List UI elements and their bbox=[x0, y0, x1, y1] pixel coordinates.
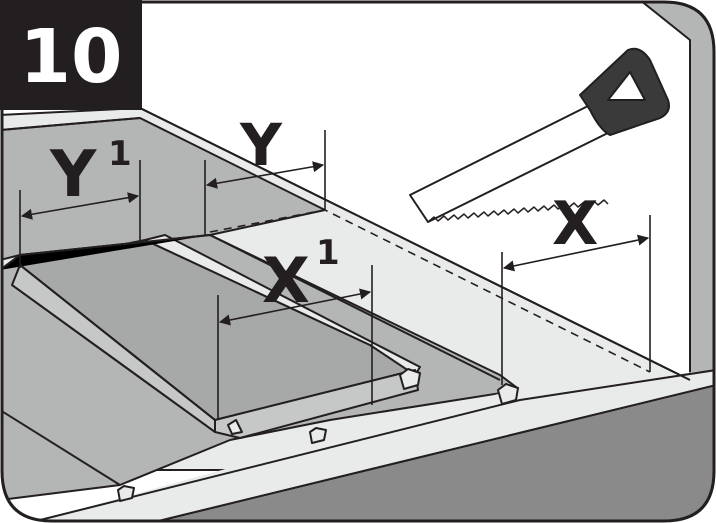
step-number: 10 bbox=[20, 14, 123, 100]
dimension-y1-arrow bbox=[20, 192, 140, 220]
groove-notch bbox=[497, 383, 519, 405]
board-groove-strip bbox=[144, 234, 421, 376]
groove-notch bbox=[309, 427, 327, 444]
dimension-y-arrow bbox=[205, 161, 325, 189]
dimension-x-arrow bbox=[502, 234, 650, 272]
label-y1: Y bbox=[49, 138, 97, 212]
label-x1-superscript: 1 bbox=[316, 233, 340, 273]
label-x: X bbox=[552, 189, 598, 259]
groove-notch bbox=[117, 485, 135, 502]
step-badge bbox=[0, 0, 142, 110]
label-y: Y bbox=[239, 111, 283, 179]
saw-icon bbox=[409, 47, 670, 223]
groove-notch bbox=[227, 419, 243, 435]
label-y1-superscript: 1 bbox=[108, 134, 132, 174]
groove-notch bbox=[399, 368, 421, 390]
wall-floor-edge bbox=[139, 107, 691, 381]
label-x1: X bbox=[262, 244, 310, 317]
board-front-edge bbox=[214, 369, 419, 439]
dimension-x1-arrow bbox=[218, 288, 372, 326]
